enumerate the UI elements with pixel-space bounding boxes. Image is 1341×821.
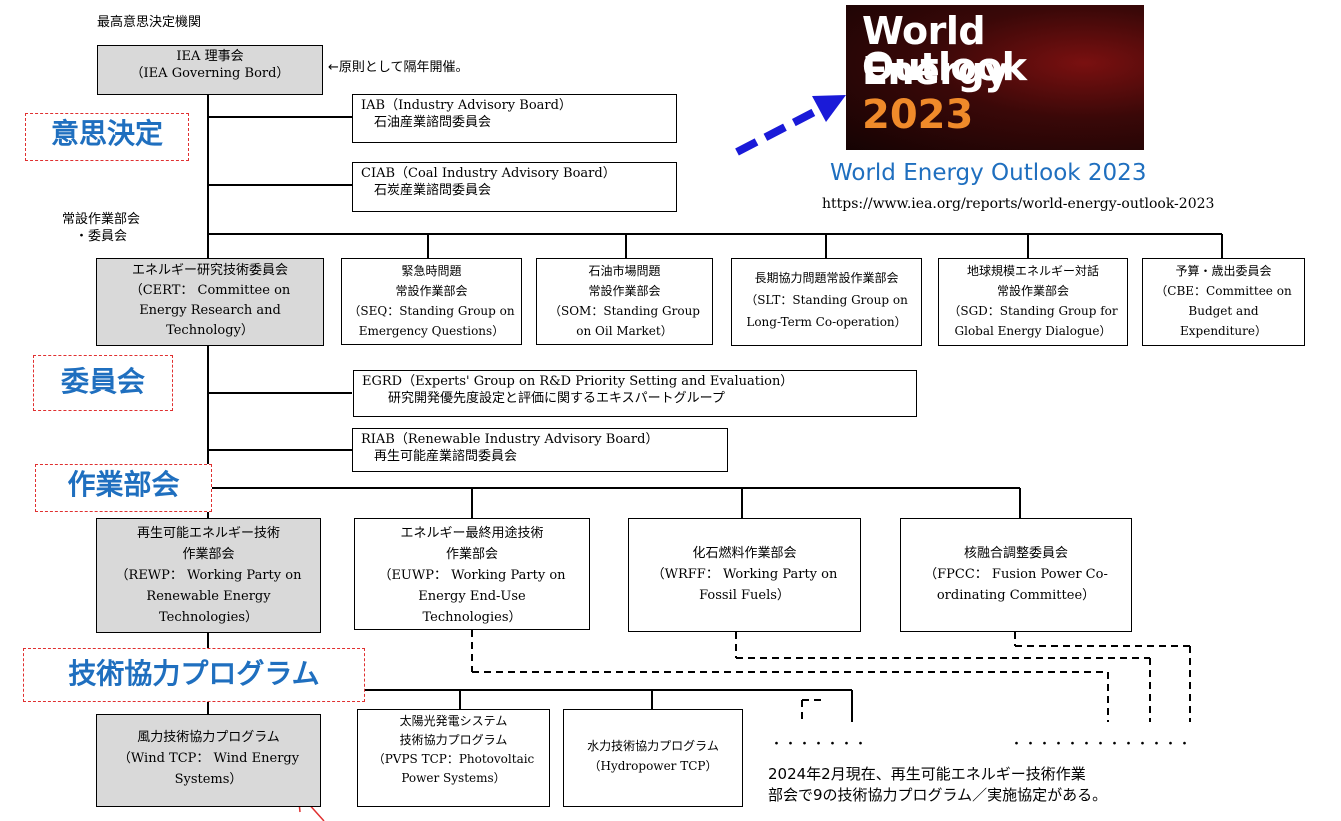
cert-box: エネルギー研究技術委員会 （CERT： Committee on Energy … xyxy=(96,258,324,346)
rewp-box: 再生可能エネルギー技術 作業部会 （REWP： Working Party on… xyxy=(96,518,321,633)
meeting-note: ←原則として隔年開催。 xyxy=(328,60,469,75)
pointer-arrow xyxy=(735,95,846,156)
seq-box: 緊急時問題 常設作業部会 （SEQ：Standing Group on Emer… xyxy=(341,258,522,345)
weo-cover-image: World Energy Outlook 2023 xyxy=(846,5,1144,150)
report-title-link[interactable]: World Energy Outlook 2023 xyxy=(830,160,1147,186)
bottom-note: 2024年2月現在、再生可能エネルギー技術作業 部会で9の技術協力プログラム／実… xyxy=(768,765,1108,804)
sgd-box: 地球規模エネルギー対話 常設作業部会 （SGD：Standing Group f… xyxy=(938,258,1128,346)
riab-box: RIAB（Renewable Industry Advisory Board） … xyxy=(352,428,728,472)
euwp-box: エネルギー最終用途技術 作業部会 （EUWP： Working Party on… xyxy=(354,518,590,630)
report-url[interactable]: https://www.iea.org/reports/world-energy… xyxy=(822,196,1215,212)
hydro-tcp-box: 水力技術協力プログラム （Hydropower TCP） xyxy=(563,709,743,807)
ciab-box: CIAB（Coal Industry Advisory Board） 石炭産業諮… xyxy=(352,162,677,212)
pvps-tcp-box: 太陽光発電システム 技術協力プログラム （PVPS TCP：Photovolta… xyxy=(357,709,550,807)
som-box: 石油市場問題 常設作業部会 （SOM：Standing Group on Oil… xyxy=(536,258,713,345)
tag-decision: 意思決定 xyxy=(25,113,189,161)
cover-title-line2: Outlook xyxy=(862,45,1027,89)
egrd-box: EGRD（Experts' Group on R&D Priority Sett… xyxy=(353,370,917,417)
iea-governing-board-box: IEA 理事会 （IEA Governing Bord） xyxy=(97,45,323,95)
fpcc-box: 核融合調整委員会 （FPCC： Fusion Power Co- ordinat… xyxy=(900,518,1132,632)
more-programs-dots-right: ・・・・・・・・・・・・・ xyxy=(1010,737,1193,752)
tag-working-party: 作業部会 xyxy=(35,464,212,512)
cover-year: 2023 xyxy=(862,92,974,138)
slt-box: 長期協力問題常設作業部会 （SLT：Standing Group on Long… xyxy=(731,258,922,346)
iab-box: IAB（Industry Advisory Board） 石油産業諮問委員会 xyxy=(352,94,677,143)
cbe-box: 予算・歳出委員会 （CBE：Committee on Budget and Ex… xyxy=(1142,258,1305,346)
cover-title-line1: World Energy xyxy=(862,9,1009,93)
tag-committee: 委員会 xyxy=(33,355,173,411)
top-level-label: 最高意思決定機関 xyxy=(97,15,202,30)
more-programs-dots-left: ・・・・・・・ xyxy=(770,737,869,752)
tag-tcp: 技術協力プログラム xyxy=(23,648,365,702)
wrff-box: 化石燃料作業部会 （WRFF： Working Party on Fossil … xyxy=(628,518,861,632)
standing-groups-label: 常設作業部会 ・委員会 xyxy=(62,212,141,244)
wind-tcp-box: 風力技術協力プログラム （Wind TCP： Wind Energy Syste… xyxy=(96,714,321,807)
